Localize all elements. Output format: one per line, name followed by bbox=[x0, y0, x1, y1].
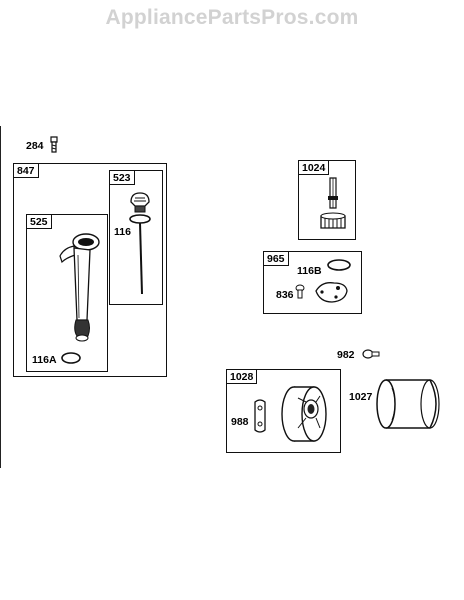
assembly-box-965: 965 bbox=[263, 251, 362, 314]
screw-836-icon bbox=[295, 284, 305, 300]
part-label-116: 116 bbox=[114, 226, 131, 238]
part-label-116B: 116B bbox=[297, 265, 322, 277]
part-label-116A: 116A bbox=[32, 354, 57, 366]
box-tag-847: 847 bbox=[13, 163, 39, 178]
site-watermark: AppliancePartsPros.com bbox=[105, 6, 359, 29]
oil-pump-shaft-icon bbox=[318, 176, 352, 234]
bolt-284-icon bbox=[49, 136, 59, 154]
part-label-1027: 1027 bbox=[349, 391, 373, 403]
assembly-box-523: 523 bbox=[109, 170, 163, 305]
assembly-box-847: 847 bbox=[13, 163, 167, 377]
part-label-836: 836 bbox=[276, 289, 294, 301]
part-label-284: 284 bbox=[26, 140, 44, 152]
assembly-box-525: 525 bbox=[26, 214, 108, 372]
box-tag-1024: 1024 bbox=[298, 160, 330, 175]
oil-filter-adapter-icon bbox=[268, 380, 334, 446]
gasket-988-icon bbox=[252, 398, 268, 434]
assembly-box-1024: 1024 bbox=[298, 160, 356, 240]
oil-filter-icon bbox=[374, 374, 446, 434]
pump-cover-icon bbox=[312, 279, 350, 305]
o-ring-116B-icon bbox=[325, 257, 353, 273]
dipstick-icon bbox=[125, 190, 155, 298]
page-edge-line bbox=[0, 126, 1, 468]
box-tag-1028: 1028 bbox=[226, 369, 258, 384]
box-tag-965: 965 bbox=[263, 251, 289, 266]
box-tag-523: 523 bbox=[109, 170, 135, 185]
screw-982-icon bbox=[362, 347, 380, 361]
oil-fill-tube-icon bbox=[50, 230, 105, 350]
assembly-box-1028: 1028 bbox=[226, 369, 341, 453]
o-ring-116A-icon bbox=[60, 351, 82, 365]
part-label-982: 982 bbox=[337, 349, 355, 361]
part-label-988: 988 bbox=[231, 416, 249, 428]
box-tag-525: 525 bbox=[26, 214, 52, 229]
